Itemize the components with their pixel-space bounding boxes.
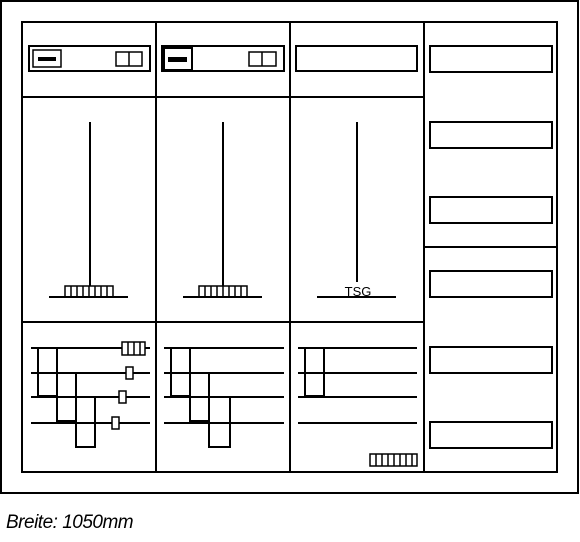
width-caption: Breite: 1050mm	[6, 512, 134, 533]
circuit-col3	[298, 347, 418, 467]
meter-module-col2	[161, 45, 285, 72]
blank-panel	[429, 346, 553, 374]
blank-panel	[429, 196, 553, 224]
right-column-panels	[429, 45, 553, 449]
outer-frame	[0, 0, 579, 494]
blank-panel-col3	[295, 45, 418, 72]
blank-panel	[429, 270, 553, 298]
meter-module-col1	[28, 45, 151, 72]
blank-panel	[429, 421, 553, 449]
circuit-col2	[164, 347, 284, 448]
conductor-col2	[183, 122, 262, 298]
circuit-col1	[31, 341, 150, 448]
cabinet-diagram: TSG	[0, 0, 579, 494]
conductor-col3	[317, 122, 396, 298]
blank-panel	[429, 121, 553, 149]
tsg-label: TSG	[345, 284, 372, 299]
blank-panel	[429, 45, 553, 73]
conductor-col1	[49, 122, 128, 298]
